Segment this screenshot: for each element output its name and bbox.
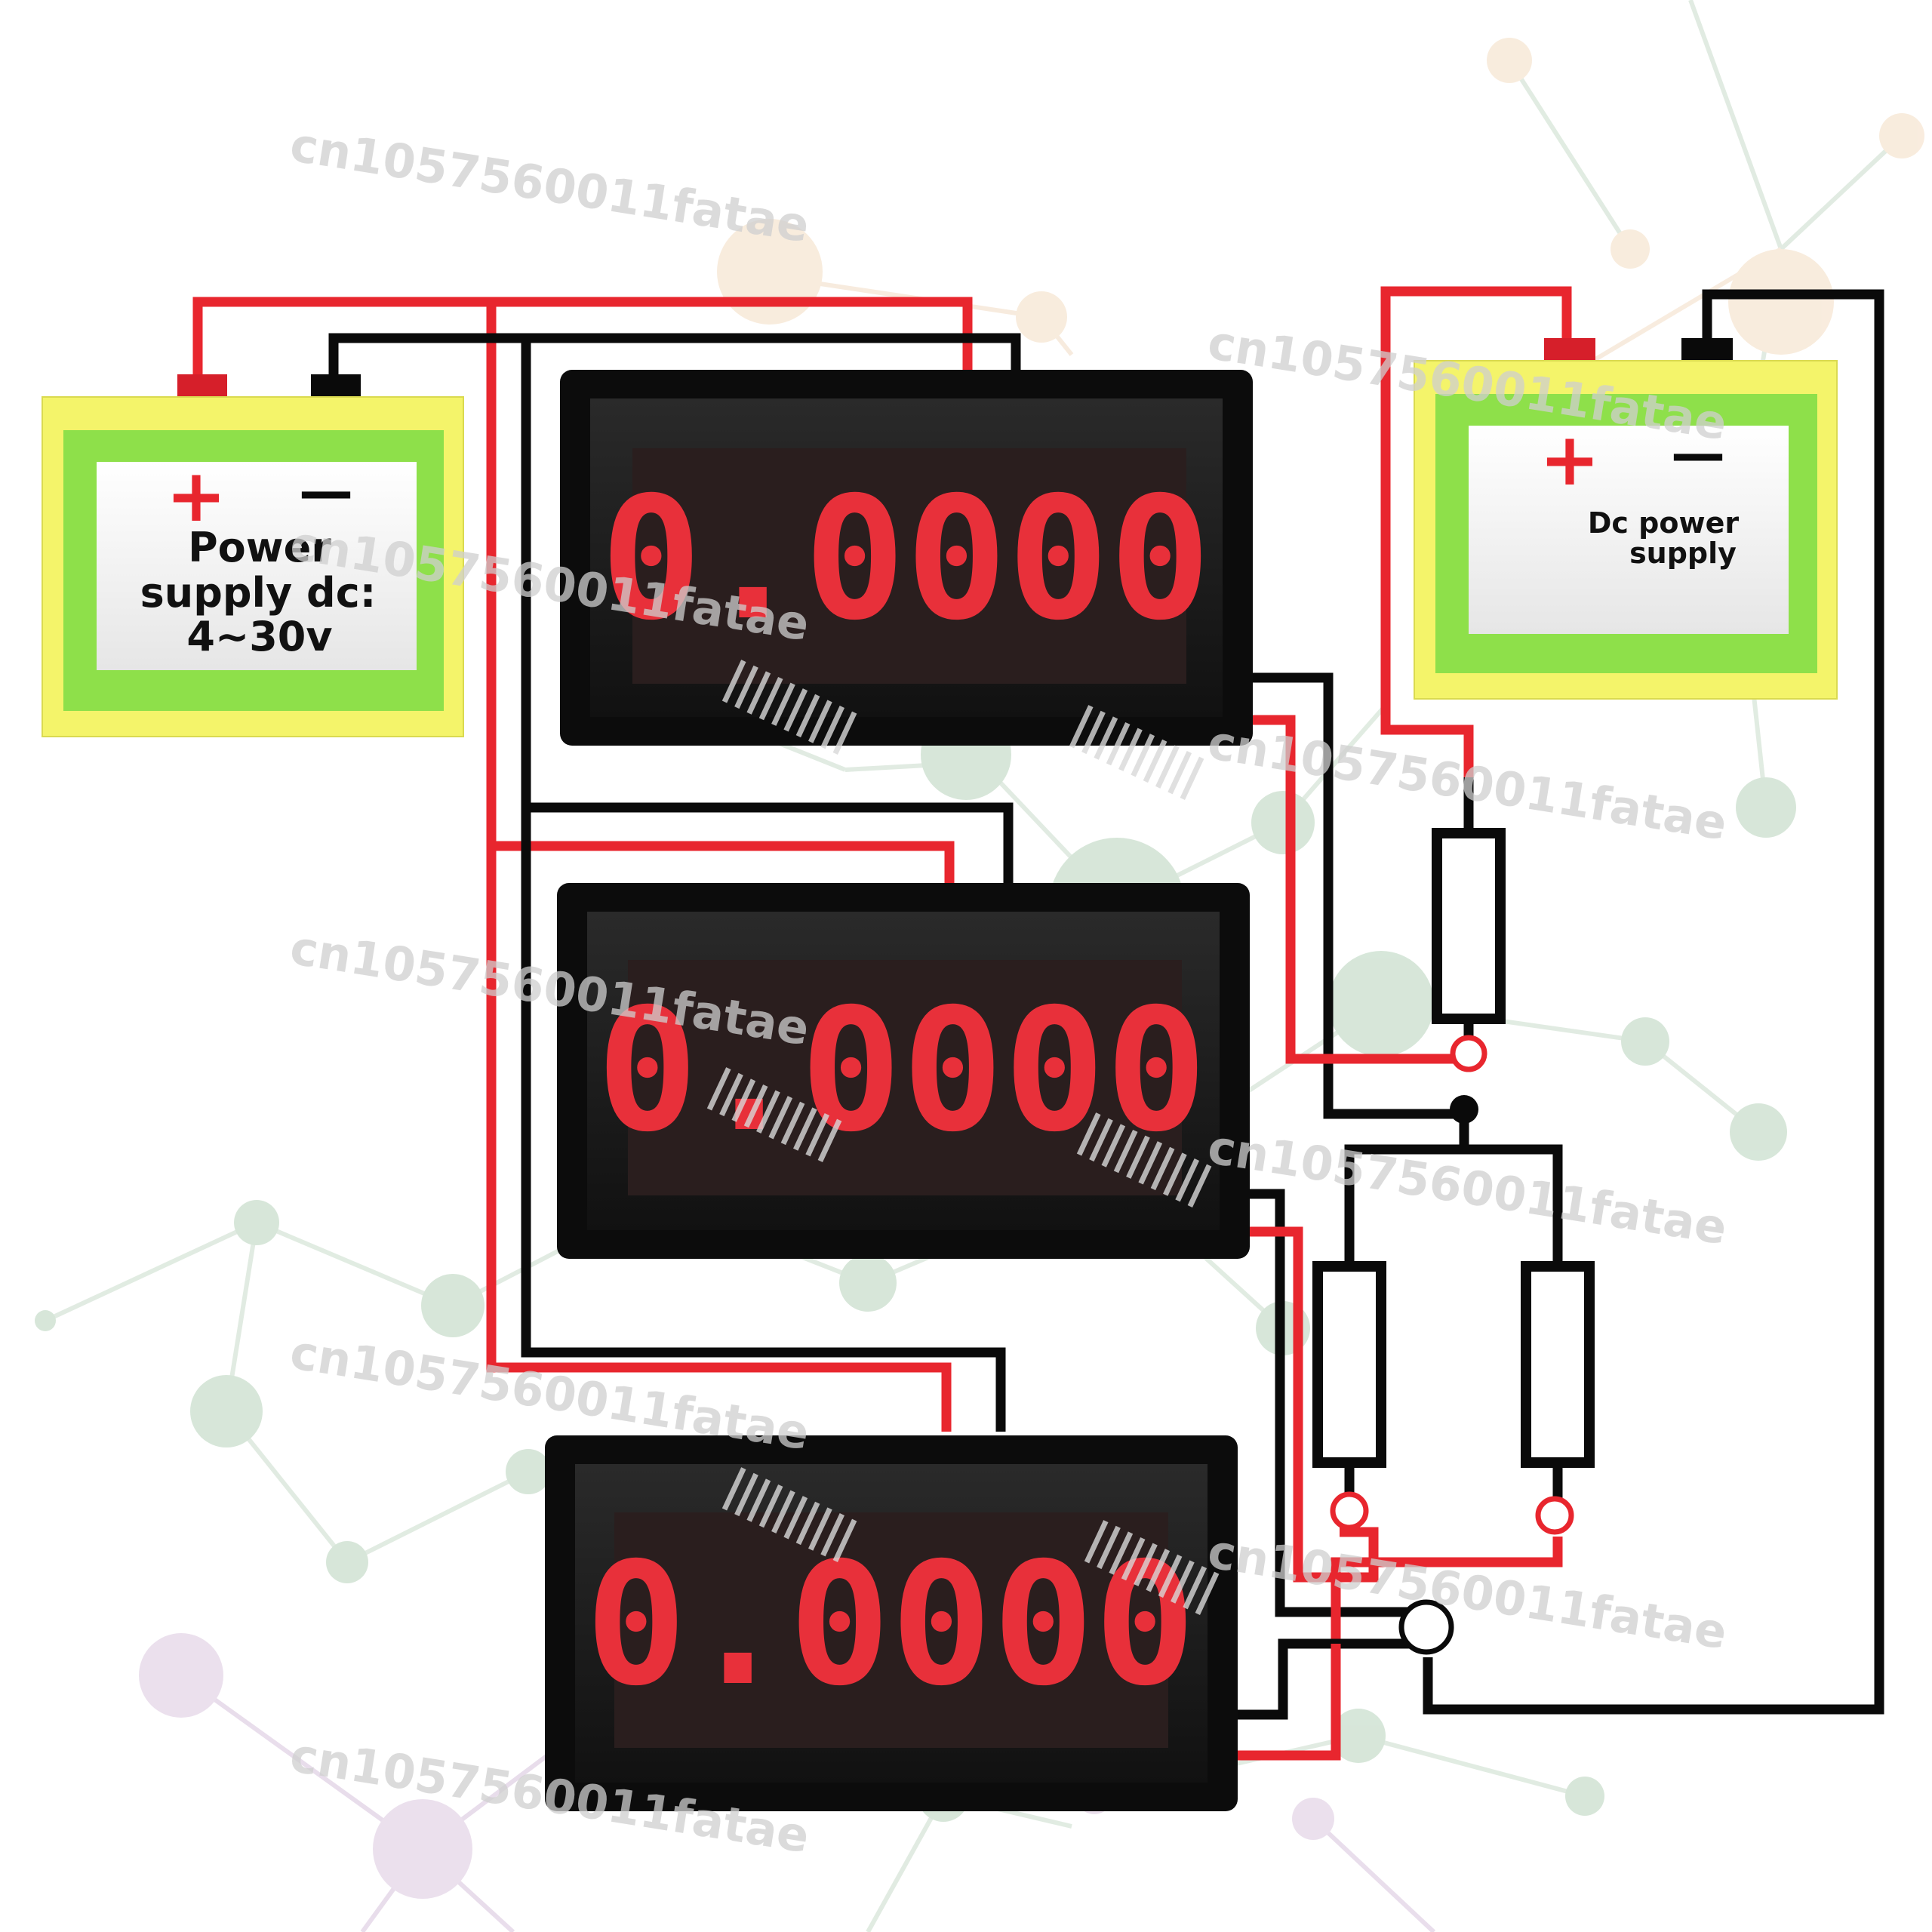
panel-meter-1: 0.0000 [560, 370, 1253, 746]
panel-meter-2: 0.0000 [557, 883, 1250, 1259]
resistor-r3 [1521, 1261, 1595, 1468]
black-wire-right-supply [1423, 289, 1884, 1715]
left-supply-plus-terminal [177, 374, 227, 397]
red-wire-meter3-out [1238, 1644, 1341, 1761]
resistors [1312, 828, 1595, 1468]
black-wire-meter2-return [526, 802, 1014, 884]
meter-3-reading: 0.0000 [585, 1526, 1195, 1723]
black-wire-meter3-out [1238, 1638, 1411, 1720]
terminal-common-return [1398, 1599, 1454, 1655]
wires [192, 286, 1884, 1761]
left-supply-plus-symbol: + [166, 454, 226, 538]
right-supply-plus-terminal [1544, 338, 1595, 361]
left-supply-label-line2: supply dc: [140, 569, 377, 617]
panel-meter-3: 0.0000 [545, 1435, 1238, 1811]
black-wire-left-supply-bus [328, 333, 1021, 383]
terminal-r3-bottom [1535, 1496, 1574, 1535]
resistor-r1 [1432, 828, 1506, 1024]
right-supply-label-line1: Dc power [1588, 506, 1739, 540]
right-supply-label-line2: supply [1629, 537, 1737, 570]
left-power-supply: + — Power supply dc: 4~30v [42, 374, 464, 737]
left-supply-minus-terminal [311, 374, 361, 397]
wire-parallel-top [1344, 1144, 1563, 1266]
junction-node [1450, 1095, 1478, 1124]
red-wire-meter1-out [1253, 715, 1468, 1064]
left-supply-label-line3: 4~30v [186, 613, 332, 660]
meter-1-reading: 0.0000 [600, 460, 1211, 657]
right-power-supply: + — Dc power supply [1414, 338, 1838, 700]
red-wire-right-supply [1380, 286, 1572, 777]
resistor-r2 [1312, 1261, 1386, 1468]
right-supply-plus-symbol: + [1540, 417, 1600, 502]
right-supply-minus-symbol: — [1671, 422, 1725, 485]
terminal-r1-bottom [1450, 1035, 1487, 1072]
black-wire-meter2-out [1250, 1189, 1411, 1617]
left-supply-label-line1: Power [188, 524, 331, 571]
left-supply-minus-symbol: — [299, 460, 353, 523]
terminals [1330, 1035, 1574, 1655]
watermark-text: cn1057560011fatae [287, 117, 813, 254]
red-wire-meter2-feed [491, 841, 955, 884]
black-wire-meter1-out [1253, 672, 1464, 1119]
terminal-r2-bottom [1330, 1491, 1369, 1531]
red-wire-vertical-feed [486, 302, 952, 1432]
right-supply-minus-terminal [1681, 338, 1733, 361]
red-wire-r3-return [1331, 1537, 1563, 1644]
black-wire-vertical-return [521, 338, 1006, 1432]
